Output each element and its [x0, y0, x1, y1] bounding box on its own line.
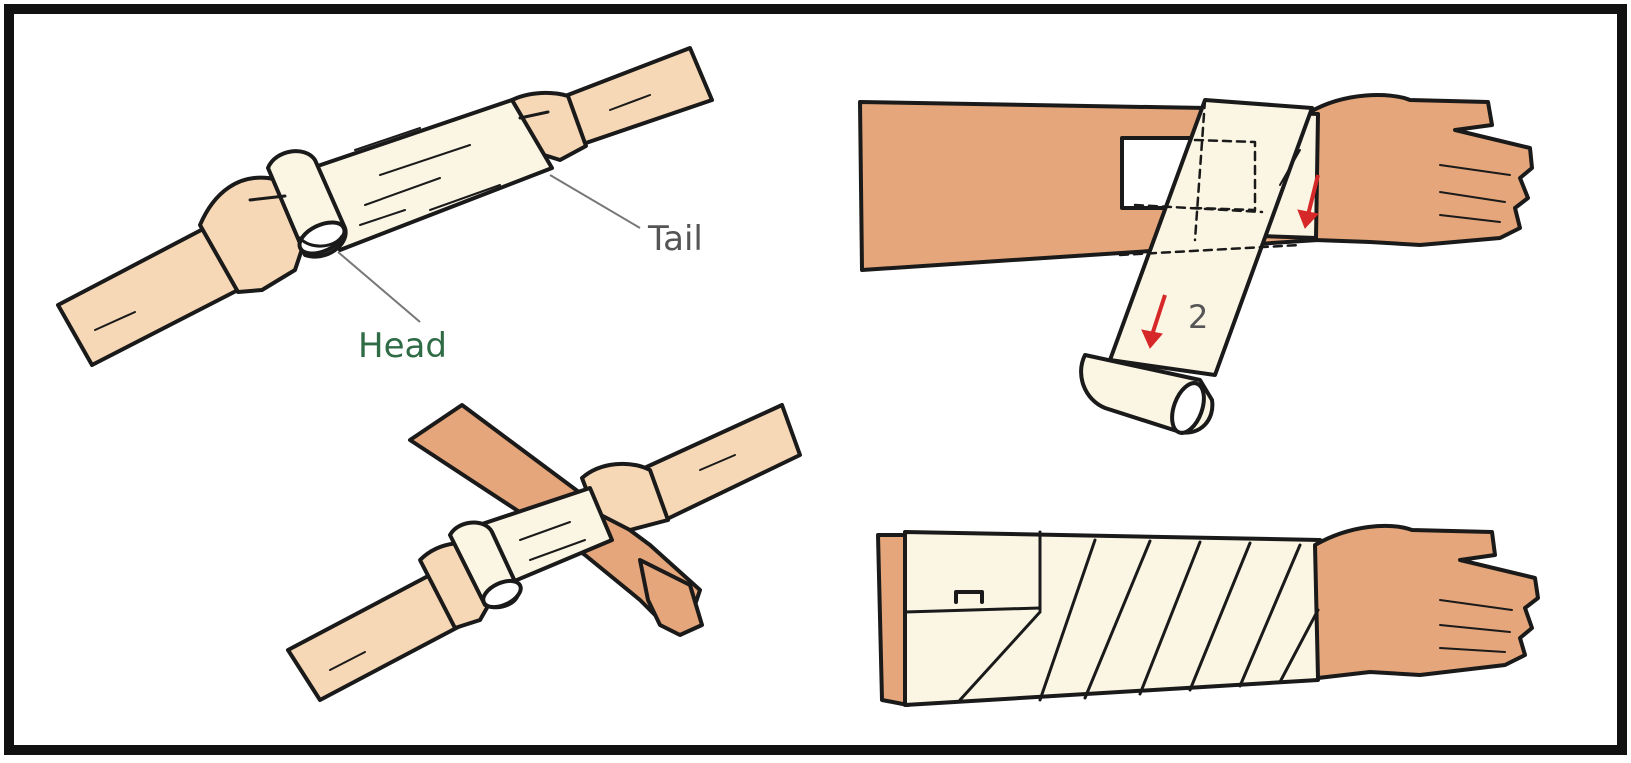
bandaged-forearm [905, 532, 1320, 705]
tail-label: Tail [647, 219, 703, 259]
step-number-label: 2 [1188, 298, 1208, 336]
head-label: Head [358, 326, 447, 366]
